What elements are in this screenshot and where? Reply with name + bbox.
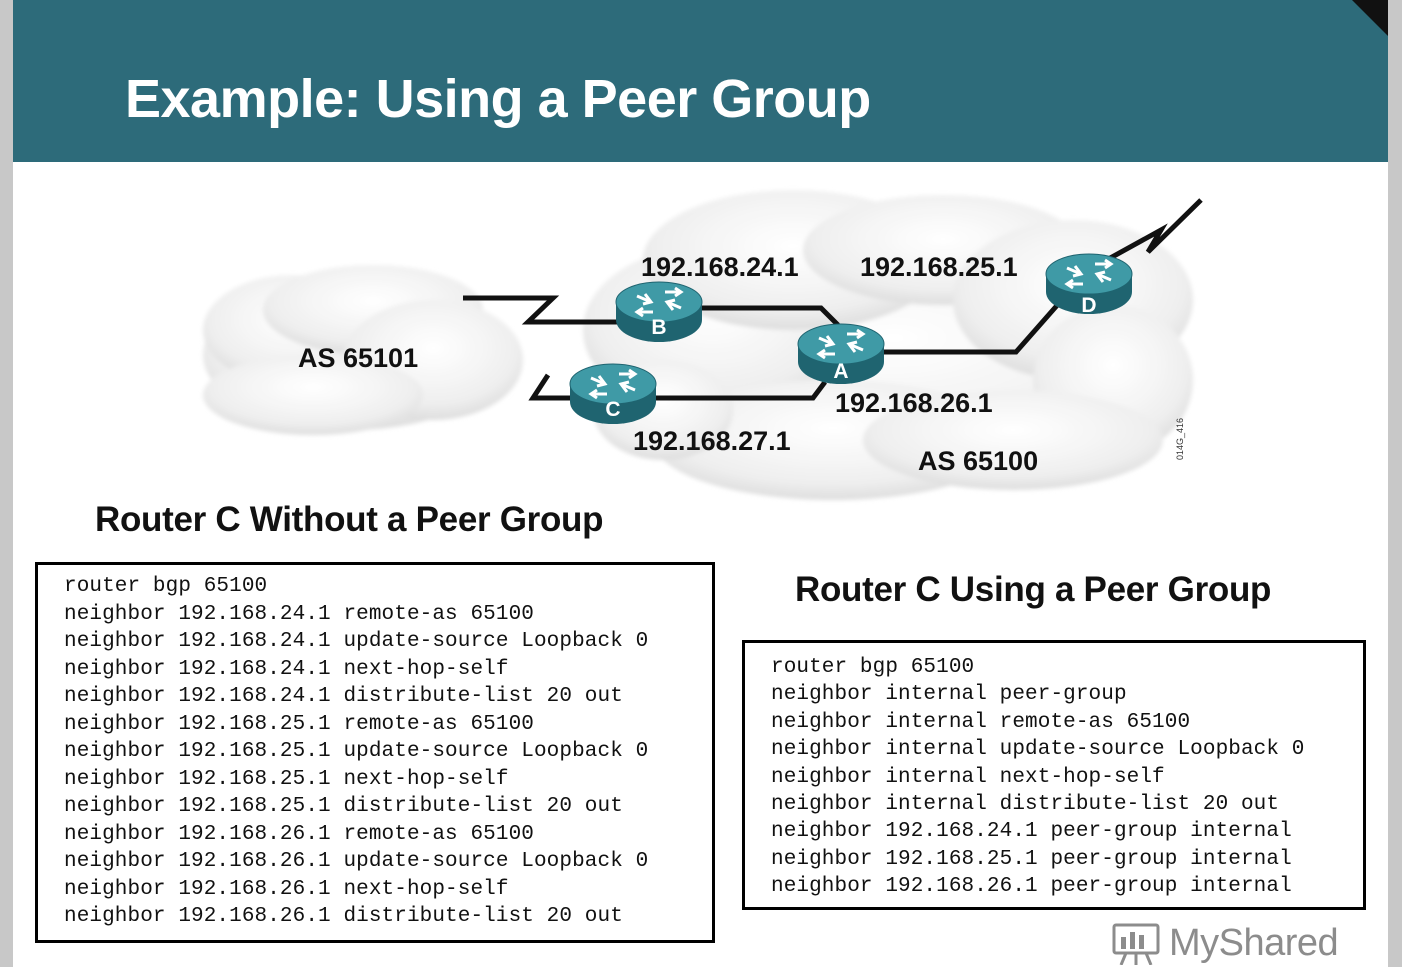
- config-line: neighbor 192.168.24.1 update-source Loop…: [64, 630, 649, 653]
- config-line: neighbor 192.168.25.1 update-source Loop…: [64, 740, 649, 763]
- serial-link-d-icon: [1101, 198, 1203, 265]
- config-line: neighbor internal update-source Loopback…: [771, 738, 1305, 762]
- config-line: neighbor 192.168.25.1 remote-as 65100: [64, 712, 534, 736]
- config-line: router bgp 65100: [64, 575, 268, 598]
- router-c-label: C: [605, 398, 620, 421]
- config-line: neighbor internal peer-group: [771, 683, 1127, 707]
- link-b-a: [693, 305, 840, 327]
- router-b-label: B: [651, 316, 666, 339]
- config-line: neighbor internal next-hop-self: [771, 765, 1165, 789]
- link-c-a: [653, 380, 827, 401]
- config-line: neighbor 192.168.26.1 next-hop-self: [64, 877, 509, 901]
- network-links: [463, 198, 1203, 401]
- config-line: neighbor 192.168.24.1 remote-as 65100: [64, 602, 534, 626]
- slide-title: Example: Using a Peer Group: [125, 69, 871, 129]
- config-line: neighbor 192.168.25.1 distribute-list 20…: [64, 795, 623, 818]
- link-a-d: [875, 283, 1077, 355]
- config-line: neighbor 192.168.26.1 peer-group interna…: [771, 875, 1292, 899]
- ip-label-router-b: 192.168.24.1: [641, 252, 799, 282]
- config-line: router bgp 65100: [771, 656, 975, 679]
- ip-label-router-c: 192.168.27.1: [633, 426, 791, 456]
- config-line: neighbor 192.168.26.1 distribute-list 20…: [64, 905, 623, 928]
- title-bar: Example: Using a Peer Group: [13, 0, 1388, 162]
- slide: Example: Using a Peer Group: [13, 0, 1388, 967]
- ip-label-router-d: 192.168.25.1: [860, 252, 1018, 282]
- ip-label-router-a: 192.168.26.1: [835, 388, 993, 418]
- without-peer-group-heading: Router C Without a Peer Group: [95, 500, 604, 539]
- watermark-text: MyShared: [1169, 921, 1339, 964]
- config-line: neighbor internal remote-as 65100: [771, 710, 1191, 734]
- watermark: MyShared: [1111, 918, 1339, 967]
- config-line: neighbor internal distribute-list 20 out: [771, 792, 1280, 816]
- config-line: neighbor 192.168.25.1 next-hop-self: [64, 767, 509, 791]
- config-line: neighbor 192.168.26.1 remote-as 65100: [64, 822, 534, 846]
- config-line: neighbor 192.168.26.1 update-source Loop…: [64, 850, 649, 873]
- figure-code: 014G_416: [1175, 418, 1185, 460]
- router-b-icon[interactable]: B: [615, 281, 703, 342]
- router-d-icon[interactable]: D: [1045, 253, 1133, 317]
- corner-fold-icon: [1352, 0, 1388, 36]
- with-peer-group-heading: Router C Using a Peer Group: [795, 570, 1272, 609]
- config-line: neighbor 192.168.24.1 peer-group interna…: [771, 820, 1292, 844]
- with-peer-group-config: router bgp 65100 neighbor internal peer-g…: [742, 640, 1366, 910]
- network-diagram: B C A: [203, 190, 1203, 500]
- router-c-icon[interactable]: C: [569, 363, 657, 424]
- as-65101-label: AS 65101: [298, 343, 418, 373]
- as-65101-cloud: [203, 265, 523, 435]
- config-line: neighbor 192.168.25.1 peer-group interna…: [771, 847, 1292, 871]
- router-a-icon[interactable]: A: [797, 323, 885, 384]
- config-line: neighbor 192.168.24.1 next-hop-self: [64, 657, 509, 681]
- link-as65101-b: [463, 295, 638, 325]
- router-a-label: A: [833, 360, 848, 383]
- config-line: neighbor 192.168.24.1 distribute-list 20…: [64, 685, 623, 708]
- as-65100-label: AS 65100: [918, 446, 1038, 476]
- presentation-board-icon: [1112, 923, 1160, 965]
- router-d-label: D: [1081, 294, 1096, 317]
- without-peer-group-config: router bgp 65100 neighbor 192.168.24.1 re…: [35, 562, 715, 943]
